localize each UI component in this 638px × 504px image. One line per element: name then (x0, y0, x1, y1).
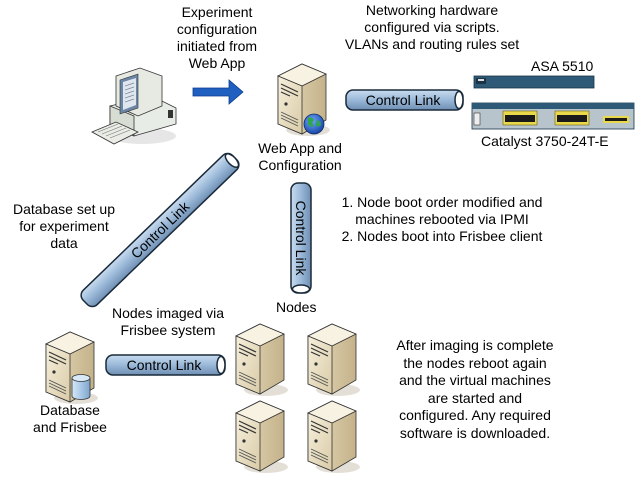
link-label: Control Link (128, 198, 194, 262)
annotation-boot-steps: 1. Node boot order modified and machines… (322, 194, 562, 245)
text-line: Nodes imaged via (111, 305, 225, 321)
text-line: initiated from (176, 38, 258, 54)
text-line: Experiment (181, 4, 253, 20)
text-line: for experiment (19, 218, 109, 234)
flow-arrow-icon (192, 79, 244, 105)
text-line: software is downloaded. (399, 424, 551, 441)
text-line: 2. Nodes boot into Frisbee client (341, 228, 543, 244)
text-line: the nodes reboot again (403, 354, 547, 371)
link-label: Control Link (127, 357, 203, 373)
text-line: VLANs and routing rules set (344, 36, 520, 52)
link-label: Control Link (293, 201, 309, 277)
text-line: configured. Any required (399, 407, 551, 423)
database-label: Database and Frisbee (22, 402, 118, 436)
asa-label: ASA 5510 (531, 58, 594, 74)
text-line: Web App and (258, 140, 342, 156)
control-link-webapp-nodes[interactable]: Control Link (290, 182, 312, 294)
nodes-label: Nodes (276, 299, 317, 315)
text-line: configured via scripts. (364, 19, 500, 35)
web-app-label: Web App and Configuration (250, 140, 350, 174)
server-tower-icon (307, 400, 360, 474)
control-link-webapp-network[interactable]: Control Link (345, 89, 464, 111)
control-link-database-nodes[interactable]: Control Link (105, 354, 226, 376)
text-line: Database (40, 402, 100, 418)
text-line: configuration (176, 21, 258, 37)
text-line: Web App (188, 55, 246, 71)
server-tower-icon (235, 323, 288, 397)
text-line: and Frisbee (33, 419, 107, 435)
server-database-icon (45, 331, 98, 405)
text-line: are started and (427, 389, 523, 406)
annotation-after-imaging: After imaging is complete the nodes rebo… (380, 337, 570, 442)
network-switch-icon (471, 102, 635, 130)
annotation-database-setup: Database set up for experiment data (4, 201, 124, 252)
catalyst-label: Catalyst 3750-24T-E (481, 133, 609, 149)
node-servers-group (235, 323, 360, 474)
text-line: 1. Node boot order modified and (341, 194, 543, 210)
annotation-nodes-imaged: Nodes imaged via Frisbee system (103, 305, 233, 339)
annotation-networking-hardware: Networking hardware configured via scrip… (332, 2, 532, 53)
text-line: Frisbee system (120, 322, 216, 338)
text-line: Database set up (13, 201, 115, 217)
text-line: Networking hardware (365, 2, 499, 18)
firewall-appliance-icon (473, 75, 595, 89)
text-line: machines rebooted via IPMI (355, 211, 529, 227)
text-line: and the virtual machines (399, 372, 551, 388)
server-tower-icon (235, 400, 288, 474)
annotation-experiment-config: Experiment configuration initiated from … (162, 4, 272, 72)
server-tower-icon (307, 323, 360, 397)
text-line: data (50, 235, 78, 251)
server-globe-icon (277, 63, 330, 137)
link-label: Control Link (366, 92, 442, 108)
text-line: After imaging is complete (396, 337, 554, 353)
text-line: Configuration (258, 157, 342, 173)
desktop-computer-icon (91, 67, 177, 145)
